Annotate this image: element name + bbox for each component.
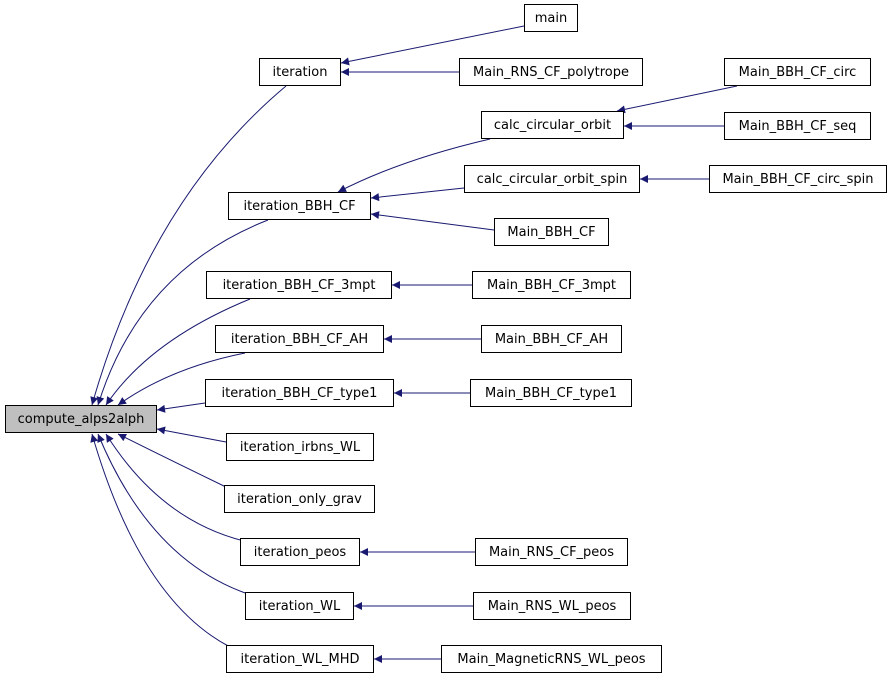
node-iteration_BBH_CF[interactable]: iteration_BBH_CF bbox=[228, 192, 371, 220]
node-iteration[interactable]: iteration bbox=[259, 58, 341, 86]
edge-iteration-to-compute_alps2alph bbox=[90, 85, 287, 406]
node-Main_BBH_CF_circ[interactable]: Main_BBH_CF_circ bbox=[724, 58, 871, 86]
edge-iteration_irbns_WL-to-compute_alps2alph bbox=[156, 426, 227, 443]
node-iteration_irbns_WL[interactable]: iteration_irbns_WL bbox=[226, 433, 374, 461]
node-iteration_BBH_CF_3mpt[interactable]: iteration_BBH_CF_3mpt bbox=[206, 271, 392, 299]
node-iteration_WL_MHD[interactable]: iteration_WL_MHD bbox=[226, 645, 374, 673]
node-main[interactable]: main bbox=[524, 4, 578, 32]
node-iteration_WL[interactable]: iteration_WL bbox=[245, 592, 354, 620]
edge-iteration_BBH_CF_3mpt-to-compute_alps2alph bbox=[105, 298, 251, 406]
node-iteration_BBH_CF_AH[interactable]: iteration_BBH_CF_AH bbox=[215, 325, 384, 353]
edge-Main_BBH_CF-to-iteration_BBH_CF bbox=[370, 211, 495, 231]
node-Main_RNS_CF_polytrope[interactable]: Main_RNS_CF_polytrope bbox=[459, 58, 643, 86]
edge-calc_circular_orbit-to-iteration_BBH_CF bbox=[337, 138, 491, 193]
node-calc_circular_orbit[interactable]: calc_circular_orbit bbox=[481, 111, 624, 139]
node-calc_circular_orbit_spin[interactable]: calc_circular_orbit_spin bbox=[464, 165, 640, 193]
edge-iteration_BBH_CF_AH-to-compute_alps2alph bbox=[117, 352, 246, 406]
node-Main_MagneticRNS_WL_peos[interactable]: Main_MagneticRNS_WL_peos bbox=[441, 645, 662, 673]
node-Main_RNS_WL_peos[interactable]: Main_RNS_WL_peos bbox=[473, 592, 631, 620]
node-Main_BBH_CF[interactable]: Main_BBH_CF bbox=[494, 218, 609, 246]
node-Main_BBH_CF_circ_spin[interactable]: Main_BBH_CF_circ_spin bbox=[709, 165, 887, 193]
edge-iteration_only_grav-to-compute_alps2alph bbox=[117, 433, 229, 489]
node-Main_BBH_CF_type1[interactable]: Main_BBH_CF_type1 bbox=[470, 379, 632, 407]
edge-iteration_WL_MHD-to-compute_alps2alph bbox=[90, 433, 231, 648]
edge-calc_circular_orbit_spin-to-iteration_BBH_CF bbox=[370, 187, 465, 202]
node-Main_BBH_CF_AH[interactable]: Main_BBH_CF_AH bbox=[481, 325, 622, 353]
node-iteration_only_grav[interactable]: iteration_only_grav bbox=[224, 485, 375, 513]
edge-Main_BBH_CF_circ-to-calc_circular_orbit bbox=[616, 85, 738, 114]
edge-iteration_BBH_CF-to-compute_alps2alph bbox=[96, 219, 269, 406]
node-Main_RNS_CF_peos[interactable]: Main_RNS_CF_peos bbox=[475, 538, 628, 566]
node-compute_alps2alph[interactable]: compute_alps2alph bbox=[5, 405, 157, 433]
edge-iteration_peos-to-compute_alps2alph bbox=[105, 433, 245, 542]
node-Main_BBH_CF_3mpt[interactable]: Main_BBH_CF_3mpt bbox=[472, 271, 631, 299]
node-iteration_BBH_CF_type1[interactable]: iteration_BBH_CF_type1 bbox=[205, 379, 394, 407]
edge-iteration_WL-to-compute_alps2alph bbox=[97, 433, 249, 595]
node-Main_BBH_CF_seq[interactable]: Main_BBH_CF_seq bbox=[724, 112, 871, 140]
edge-main-to-iteration bbox=[340, 25, 525, 66]
node-iteration_peos[interactable]: iteration_peos bbox=[240, 538, 360, 566]
edge-iteration_BBH_CF_type1-to-compute_alps2alph bbox=[156, 402, 206, 413]
